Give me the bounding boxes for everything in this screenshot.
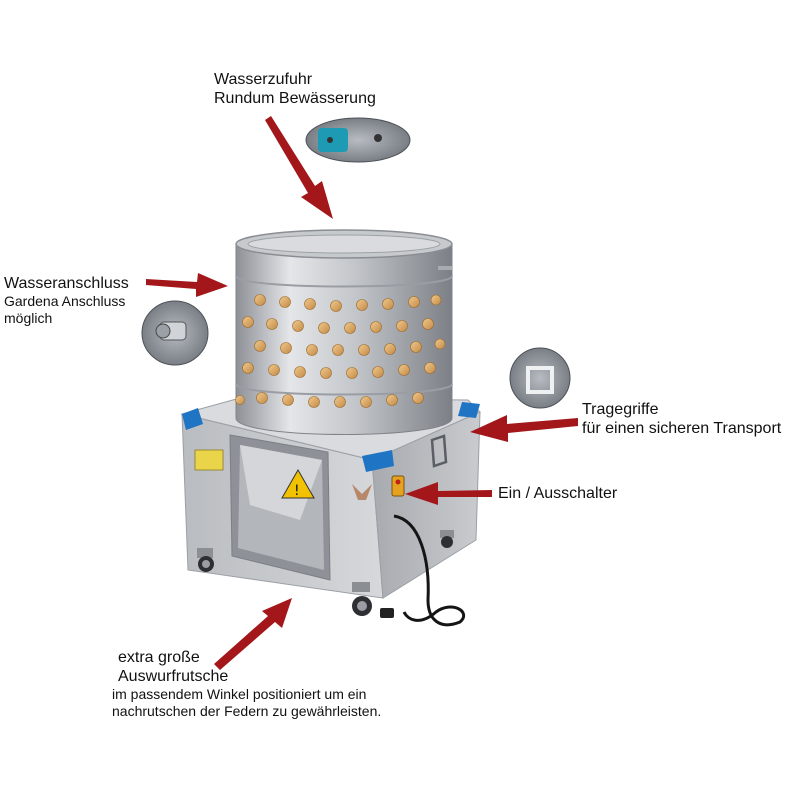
svg-text:!: !	[294, 483, 300, 499]
arrow-icon	[146, 116, 578, 670]
warning-sign-icon	[281, 468, 315, 499]
water-nozzle-detail-icon	[305, 117, 411, 163]
corner-protector-icon	[182, 408, 203, 430]
callout-subtitle: Gardena Anschluss	[4, 293, 126, 310]
handle-detail-icon	[509, 347, 571, 409]
callout-title: Tragegriffe	[582, 401, 659, 418]
callout-title: Ein / Ausschalter	[498, 485, 618, 502]
callout-description: im passendem Winkel positioniert um ein	[112, 686, 367, 703]
callout-title: Auswurfrutsche	[118, 668, 229, 686]
callout-subtitle: Rundum Bewässerung	[214, 90, 376, 108]
callout-water-supply: Wasserzufuhr Rundum Bewässerung	[214, 70, 376, 108]
callout-title: Wasseranschluss	[4, 275, 129, 292]
callout-title: Wasserzufuhr	[214, 71, 313, 88]
power-switch-icon	[391, 475, 405, 497]
callout-water-connection: Wasseranschluss Gardena Anschluss möglic…	[4, 274, 129, 327]
castor-wheel-icon	[197, 530, 454, 616]
callout-description: nachrutschen der Federn zu gewährleisten…	[112, 703, 382, 720]
callout-subtitle: möglich	[4, 309, 53, 326]
callout-switch: Ein / Ausschalter	[498, 484, 617, 503]
callout-handles: Tragegriffe für einen sicheren Transport	[582, 400, 781, 438]
corner-protector-icon	[362, 450, 394, 472]
callout-chute: extra große Auswurfrutsche im passendem …	[112, 648, 381, 720]
rubber-finger-icon	[235, 294, 446, 408]
corner-protector-icon	[458, 402, 480, 418]
callout-subtitle: für einen sicheren Transport	[582, 420, 782, 438]
callout-title: extra große	[118, 649, 200, 666]
power-cord-icon	[393, 514, 466, 627]
carry-handle-icon	[430, 434, 448, 468]
brand-logo-icon	[352, 484, 372, 500]
hose-connector-detail-icon	[141, 300, 209, 366]
plucker-machine-icon: !	[180, 229, 481, 627]
info-plate-icon	[194, 449, 224, 471]
